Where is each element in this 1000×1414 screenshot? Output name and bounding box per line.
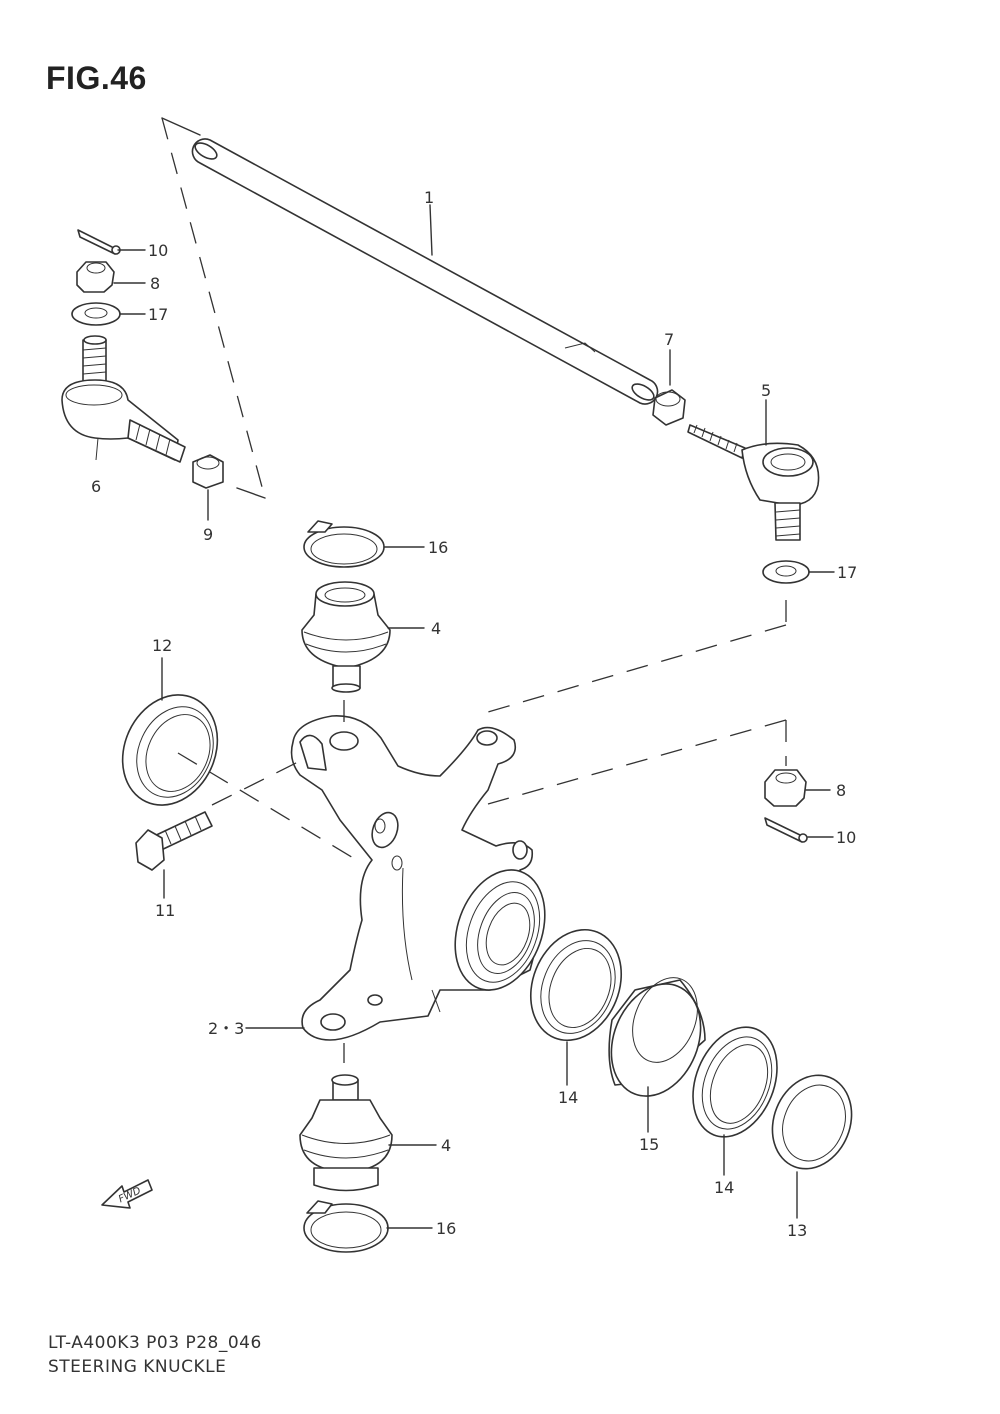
callout-6: 6 bbox=[91, 477, 101, 496]
bearing-seal-second bbox=[692, 1026, 778, 1138]
callout-10-top: 10 bbox=[148, 241, 168, 260]
wheel-bearing bbox=[608, 977, 706, 1097]
callout-4-top: 4 bbox=[431, 619, 441, 638]
callout-11: 11 bbox=[155, 901, 175, 920]
fwd-arrow-icon: FWD bbox=[101, 1179, 153, 1209]
lock-nut-right bbox=[652, 389, 686, 426]
washer-right bbox=[762, 560, 810, 584]
spacer-ring bbox=[771, 1074, 853, 1170]
callout-17-right: 17 bbox=[837, 563, 857, 582]
figure-title: FIG.46 bbox=[46, 60, 147, 96]
oil-seal bbox=[121, 694, 219, 806]
castle-nut-right bbox=[764, 769, 807, 807]
callout-16-top: 16 bbox=[428, 538, 448, 557]
callout-13: 13 bbox=[787, 1221, 807, 1240]
callout-17-top: 17 bbox=[148, 305, 168, 324]
ball-joint-bottom bbox=[299, 1074, 393, 1192]
circlip-bottom bbox=[303, 1200, 389, 1253]
tie-rod bbox=[191, 138, 659, 405]
callout-1: 1 bbox=[424, 188, 434, 207]
washer-top bbox=[71, 302, 121, 326]
flange-bolt bbox=[135, 811, 213, 871]
model-code: LT-A400K3 P03 P28_046 bbox=[48, 1333, 262, 1353]
callout-12: 12 bbox=[152, 636, 172, 655]
steering-knuckle bbox=[290, 715, 546, 1041]
callout-5: 5 bbox=[761, 381, 771, 400]
lock-nut-left bbox=[192, 454, 224, 489]
callout-15: 15 bbox=[639, 1135, 659, 1154]
callout-14-second: 14 bbox=[714, 1178, 734, 1197]
callout-16-bottom: 16 bbox=[436, 1219, 456, 1238]
callout-14-first: 14 bbox=[558, 1088, 578, 1107]
part-name: STEERING KNUCKLE bbox=[48, 1357, 227, 1377]
callout-2-3: 2・3 bbox=[208, 1019, 244, 1038]
callout-4-bottom: 4 bbox=[441, 1136, 451, 1155]
cotter-pin-right bbox=[764, 817, 808, 843]
cotter-pin-top bbox=[77, 229, 121, 255]
tie-rod-end-left bbox=[61, 335, 186, 463]
tie-rod-end-right bbox=[687, 424, 820, 541]
circlip-top bbox=[303, 520, 385, 568]
callout-9: 9 bbox=[203, 525, 213, 544]
leader-lines bbox=[113, 204, 835, 1229]
alignment-lines bbox=[177, 600, 787, 1063]
ball-joint-top bbox=[301, 581, 391, 693]
callout-10-right: 10 bbox=[836, 828, 856, 847]
castle-nut-top bbox=[76, 261, 115, 293]
callout-numbers: 1 7 5 10 8 17 6 9 16 4 17 12 8 10 11 2・3… bbox=[91, 188, 857, 1240]
callout-8-top: 8 bbox=[150, 274, 160, 293]
bearing-seal-first bbox=[529, 928, 623, 1042]
callout-8-right: 8 bbox=[836, 781, 846, 800]
callout-7: 7 bbox=[664, 330, 674, 349]
assembly-bracket-lines bbox=[161, 117, 266, 499]
